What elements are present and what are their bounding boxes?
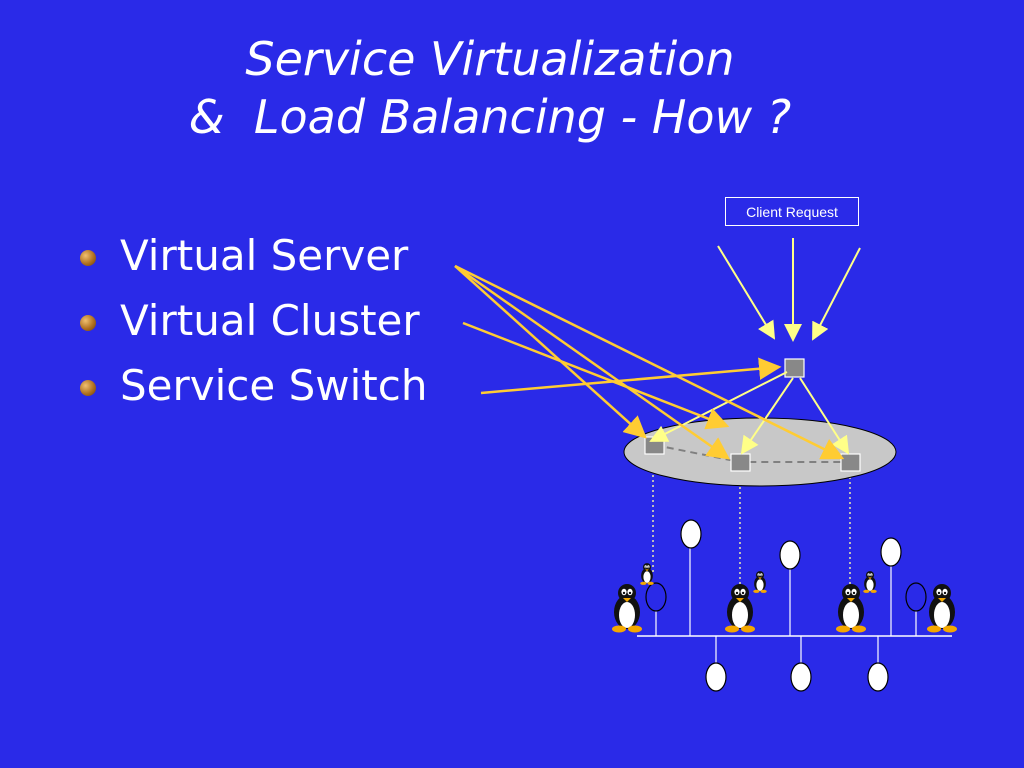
bullet-icon — [80, 380, 96, 396]
slide-title: Service Virtualization & Load Balancing … — [0, 30, 980, 146]
bullet-icon — [80, 315, 96, 331]
node-stems — [655, 548, 917, 664]
dotted-node-links — [652, 455, 851, 590]
bullet-label: Service Switch — [120, 361, 428, 410]
bullet-icon — [80, 250, 96, 266]
bullet-item-virtual-server: Virtual Server — [80, 225, 427, 290]
bullet-pointer-arrows — [454, 264, 845, 460]
title-line-2: & Load Balancing - How ? — [188, 90, 792, 144]
client-request-arrows — [717, 238, 861, 342]
client-request-box: Client Request — [725, 197, 859, 226]
title-line-1: Service Virtualization — [245, 32, 735, 86]
bullet-list: Virtual Server Virtual Cluster Service S… — [80, 225, 427, 420]
bullet-item-service-switch: Service Switch — [80, 355, 427, 420]
bullet-item-virtual-cluster: Virtual Cluster — [80, 290, 427, 355]
bullet-label: Virtual Server — [120, 231, 409, 280]
bullet-label: Virtual Cluster — [120, 296, 420, 345]
balloon-node-icon — [645, 519, 927, 692]
switch-node-icon — [644, 358, 861, 472]
